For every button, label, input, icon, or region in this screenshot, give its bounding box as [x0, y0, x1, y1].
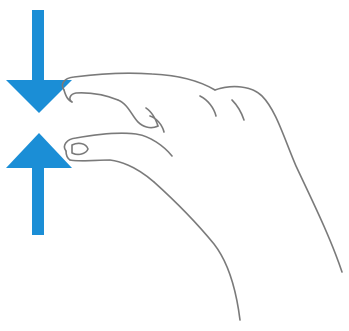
hand-pinch-icon — [62, 73, 342, 320]
arrow-up-icon — [6, 133, 72, 235]
arrow-down-icon — [6, 10, 72, 113]
